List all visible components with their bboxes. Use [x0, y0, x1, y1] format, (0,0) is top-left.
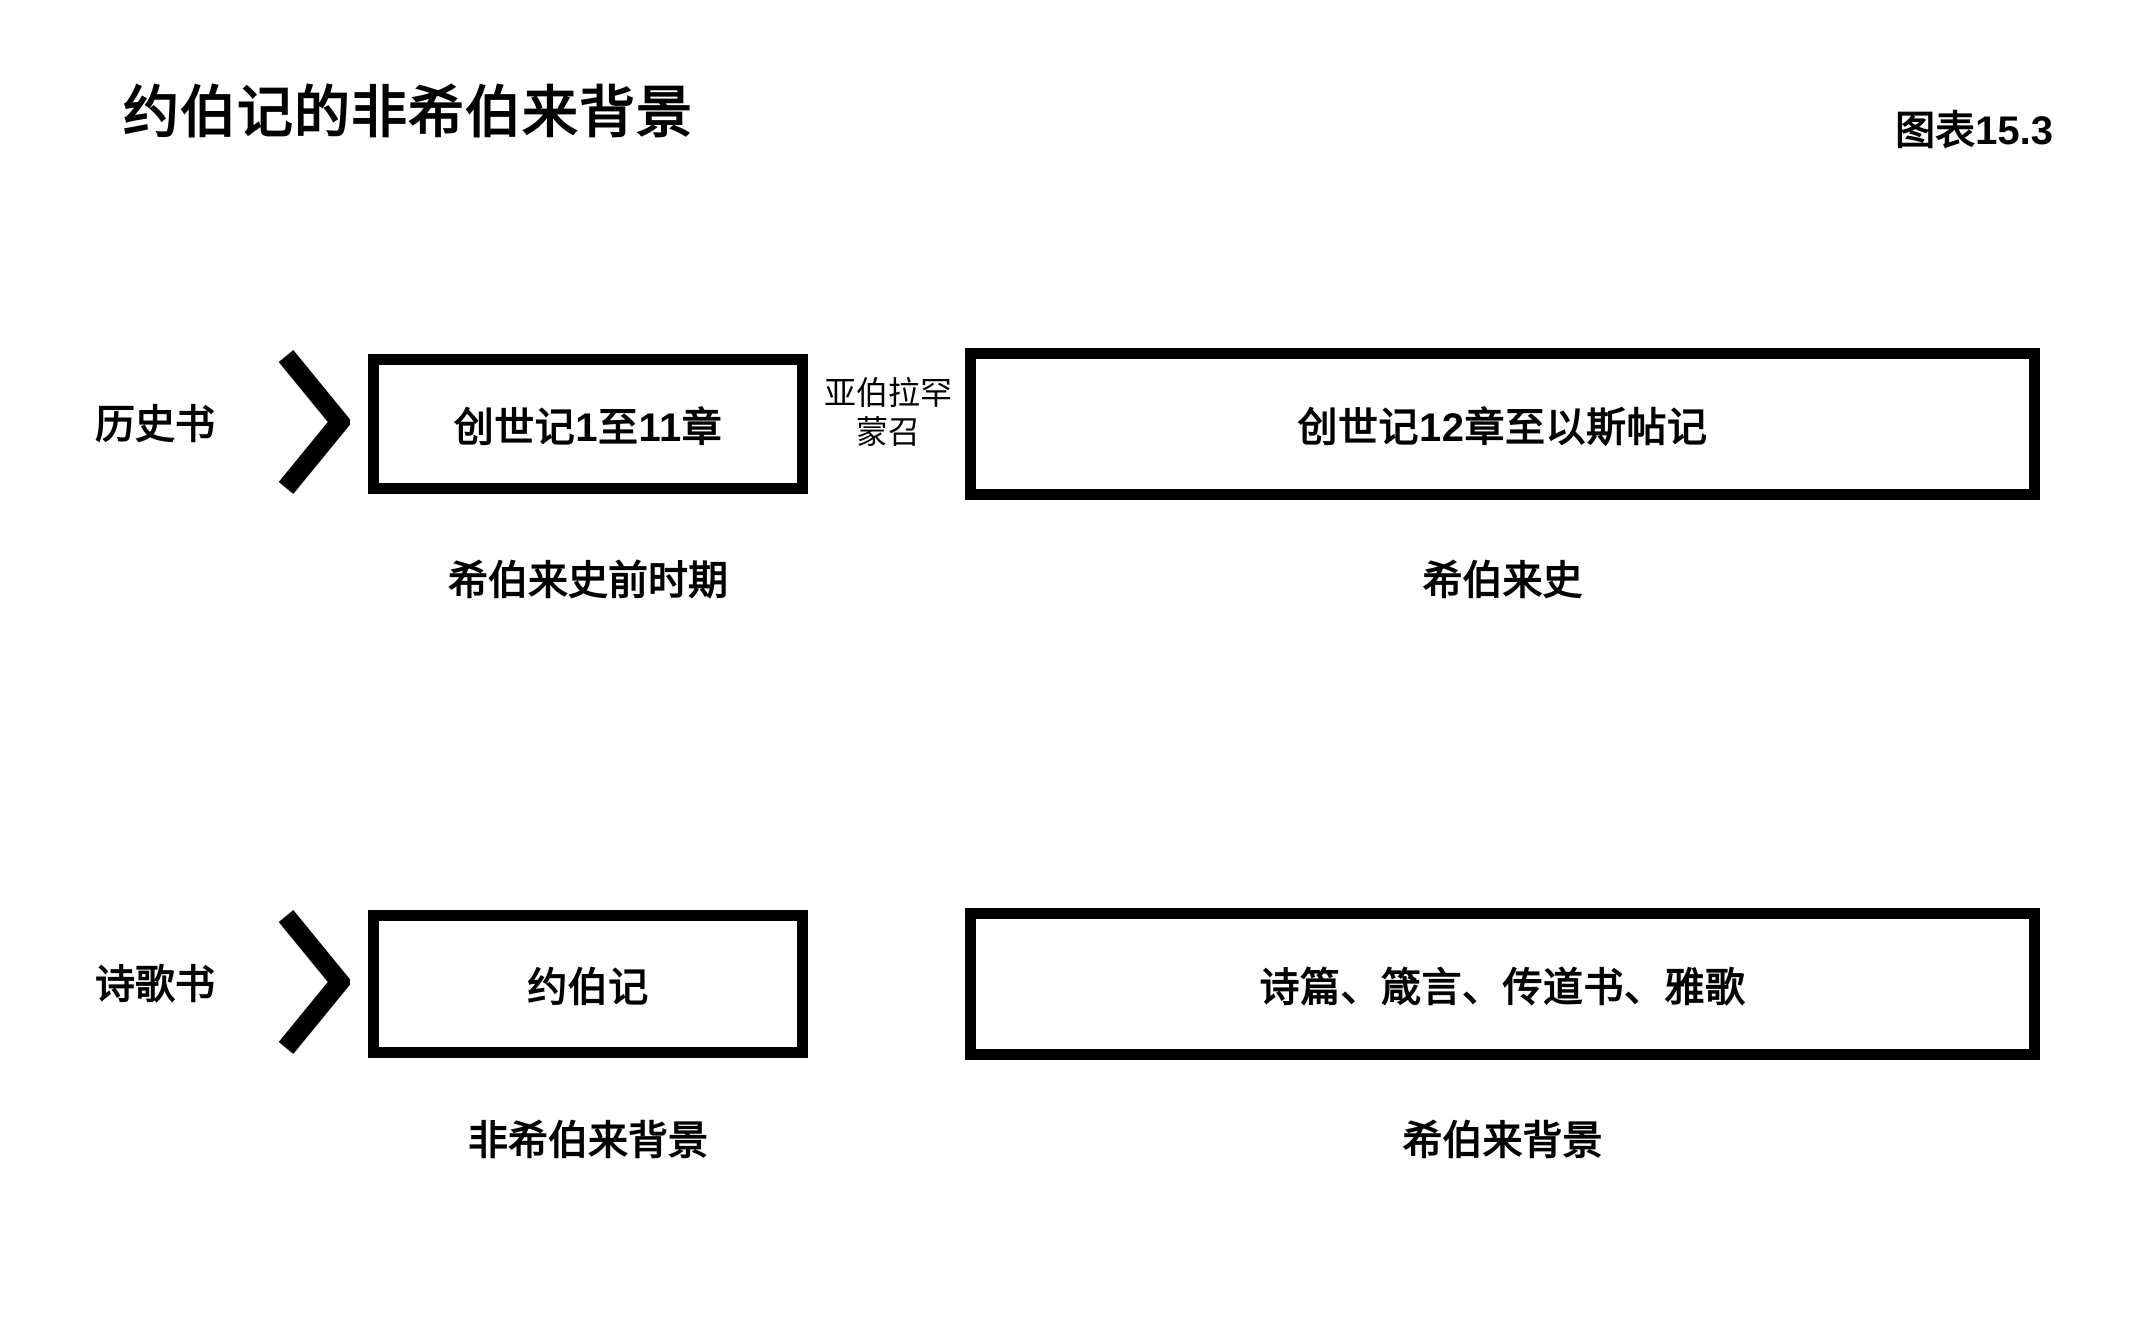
connector-line-1: 亚伯拉罕 [823, 375, 952, 411]
row-label-poetic-books: 诗歌书 [95, 963, 215, 1007]
box-label: 诗篇、箴言、传道书、雅歌 [1259, 966, 1746, 1010]
chevron-right-icon [278, 348, 350, 496]
caption-hebrew-background: 希伯来背景 [1402, 1119, 1603, 1163]
diagram-row-poetic-books: 诗歌书 约伯记 诗篇、箴言、传道书、雅歌 非希伯来背景 希伯来背景 [0, 890, 2143, 1190]
diagram-row-historical-books: 历史书 创世记1至11章 亚伯拉罕 蒙召 创世记12章至以斯帖记 希伯来史前时期… [0, 330, 2143, 630]
box-psalms-proverbs-ecclesiastes-song: 诗篇、箴言、传道书、雅歌 [965, 908, 2040, 1060]
connector-annotation-abraham-call: 亚伯拉罕 蒙召 [812, 374, 964, 453]
box-label: 创世记12章至以斯帖记 [1297, 406, 1708, 450]
caption-hebrew-history: 希伯来史 [1422, 559, 1583, 603]
box-genesis-12-to-esther: 创世记12章至以斯帖记 [965, 348, 2040, 500]
box-job: 约伯记 [368, 910, 808, 1058]
box-label: 约伯记 [527, 966, 649, 1010]
chevron-right-icon [278, 908, 350, 1056]
box-genesis-1-11: 创世记1至11章 [368, 354, 808, 494]
page-title: 约伯记的非希伯来背景 [123, 81, 693, 144]
caption-non-hebrew-background: 非希伯来背景 [468, 1119, 708, 1163]
figure-number: 图表15.3 [1895, 109, 2053, 153]
box-label: 创世记1至11章 [453, 406, 723, 450]
caption-hebrew-prehistory: 希伯来史前时期 [448, 559, 728, 603]
connector-line-2: 蒙召 [855, 414, 920, 451]
row-label-historical-books: 历史书 [95, 403, 215, 447]
